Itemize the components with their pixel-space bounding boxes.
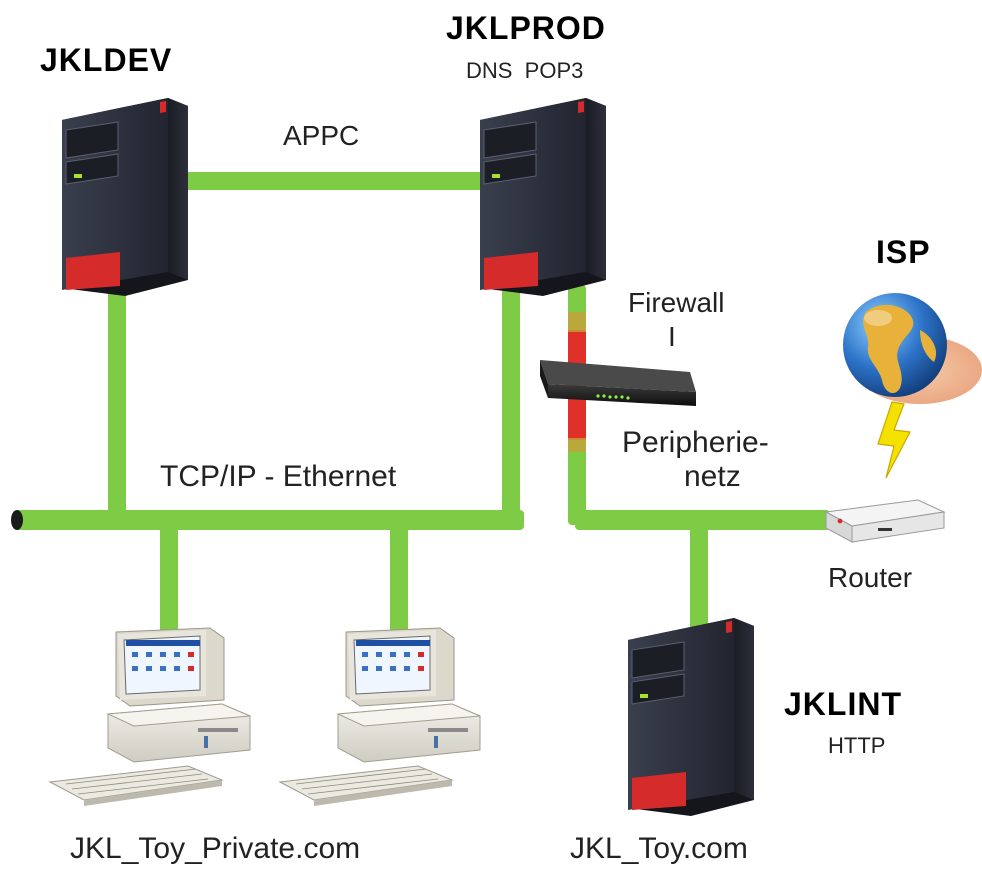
server-jkldev [62, 98, 188, 296]
label-perimeter-line1: Peripherie- [622, 426, 769, 459]
label-firewall: Firewall [628, 287, 725, 318]
pc-left [48, 627, 251, 806]
label-private-domain: JKL_Toy_Private.com [70, 832, 361, 865]
link-appc [180, 172, 500, 190]
pc-right [278, 627, 481, 806]
isp-globe [843, 293, 982, 404]
label-appc-link: APPC [283, 120, 360, 151]
server-jklprod [480, 98, 606, 296]
label-jklint: JKLINT [784, 686, 902, 722]
lightning-bolt-icon [877, 401, 911, 479]
label-router: Router [828, 562, 913, 593]
label-firewall-marker: I [668, 321, 676, 352]
label-perimeter-line2: netz [684, 460, 741, 493]
label-jklint-services: HTTP [828, 733, 886, 758]
firewall-device [540, 360, 696, 406]
label-jklprod-services: DNS POP3 [466, 58, 584, 83]
link-ethernet-backbone [11, 285, 524, 630]
label-public-domain: JKL_Toy.com [570, 832, 748, 865]
label-jkldev: JKLDEV [40, 42, 173, 78]
label-ethernet-link: TCP/IP - Ethernet [160, 460, 397, 493]
router-device [824, 499, 946, 543]
label-isp: ISP [876, 234, 931, 270]
server-jklint [628, 618, 754, 816]
label-jklprod: JKLPROD [446, 10, 606, 46]
